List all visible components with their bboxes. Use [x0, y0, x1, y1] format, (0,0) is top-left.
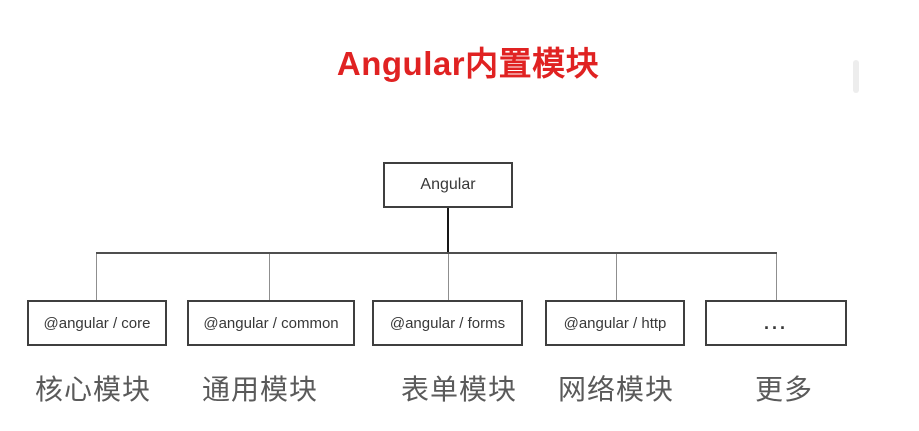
tree-node-core-label: @angular / core [43, 314, 151, 332]
connector-horizontal-rail [96, 252, 777, 254]
caption-common: 通用模块 [201, 374, 319, 405]
tree-node-forms-label: @angular / forms [389, 314, 506, 332]
connector-drop-core [96, 254, 97, 300]
connector-drop-more [776, 254, 777, 300]
tree-node-http-label: @angular / http [563, 314, 667, 332]
tree-node-root-label: Angular [420, 176, 476, 193]
tree-node-forms: @angular / forms [372, 300, 523, 346]
connector-drop-forms [448, 254, 449, 300]
tree-node-root: Angular [383, 162, 513, 208]
tree-node-more: ... [705, 300, 847, 346]
scrollbar-thumb [853, 60, 859, 93]
tree-node-common: @angular / common [187, 300, 355, 346]
tree-node-more-label: ... [763, 312, 788, 333]
connector-root-stem [447, 208, 449, 253]
caption-core: 核心模块 [34, 374, 152, 405]
caption-forms: 表单模块 [400, 374, 518, 405]
connector-drop-http [616, 254, 617, 300]
page-title: Angular内置模块 [336, 45, 600, 82]
tree-node-core: @angular / core [27, 300, 167, 346]
caption-more: 更多 [754, 374, 814, 405]
tree-node-http: @angular / http [545, 300, 685, 346]
connector-drop-common [269, 254, 270, 300]
tree-node-common-label: @angular / common [203, 314, 339, 332]
caption-http: 网络模块 [557, 374, 675, 405]
